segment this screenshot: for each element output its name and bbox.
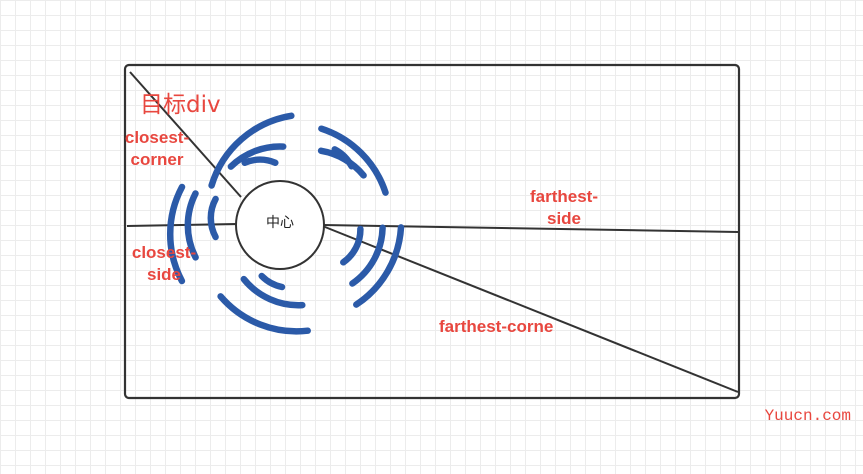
closest-corner-label-line2: corner <box>130 150 184 169</box>
closest-side-label: closest- side <box>124 242 204 286</box>
closest-side-line <box>126 223 237 227</box>
closest-corner-label-line1: closest- <box>124 128 190 147</box>
broadcast-waves-icon <box>166 112 405 335</box>
farthest-corner-line <box>319 224 739 393</box>
farthest-side-label-line1: farthest- <box>529 187 598 206</box>
closest-corner-label: closest- corner <box>118 127 196 171</box>
center-label: 中心 <box>266 215 294 231</box>
closest-side-label-line1: closest- <box>131 243 197 262</box>
target-div-box <box>123 63 741 400</box>
farthest-side-label: farthest- side <box>515 186 613 230</box>
closest-side-label-line2: side <box>146 265 182 284</box>
farthest-corner-label: farthest-corne <box>439 317 554 336</box>
watermark-text: Yuucn.com <box>764 407 851 425</box>
target-div-title: 目标div <box>140 92 221 118</box>
farthest-side-line <box>322 224 739 233</box>
center-circle <box>235 180 325 270</box>
closest-corner-line <box>129 71 242 198</box>
farthest-side-label-line2: side <box>546 209 582 228</box>
